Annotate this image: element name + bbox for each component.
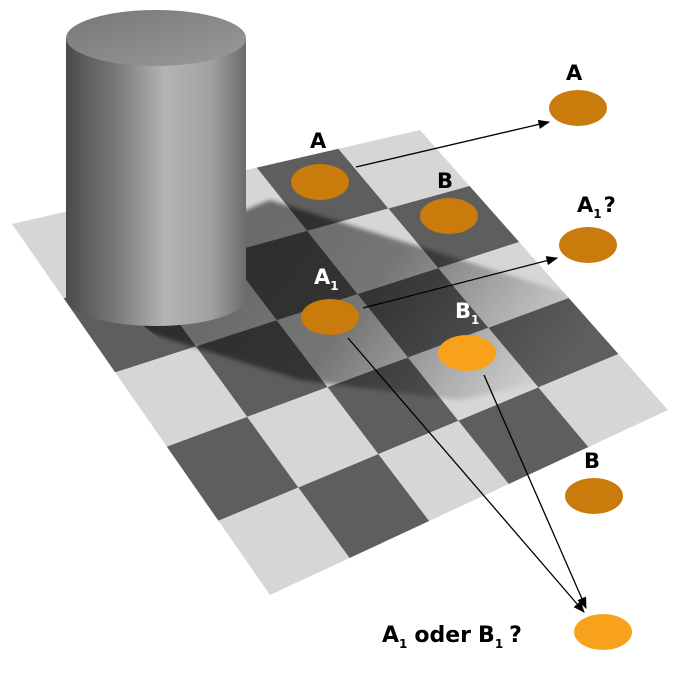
label-b1-board: B1 — [455, 299, 479, 327]
dot-b-on-board — [420, 198, 478, 234]
label-b-right: B — [584, 449, 600, 473]
arrow-a1-to-right — [362, 256, 559, 309]
board-square — [378, 420, 509, 521]
arrow-a-to-right — [355, 119, 551, 168]
dot-a-on-board — [291, 164, 349, 200]
label-a1-board: A1 — [314, 265, 339, 293]
label-b-board: B — [437, 169, 453, 193]
cast-shadow — [140, 200, 640, 400]
board-square — [115, 346, 248, 447]
board-square — [458, 387, 589, 484]
label-a-board: A — [310, 129, 327, 153]
board-square — [166, 416, 299, 521]
dot-b-right — [565, 478, 623, 514]
label-a1-right: A1? — [577, 193, 616, 221]
dot-a1-right — [559, 227, 617, 263]
label-a-right: A — [566, 61, 583, 85]
arrows — [347, 119, 587, 613]
arrow-a1-to-bottom — [347, 337, 585, 613]
board-square — [298, 454, 430, 558]
dot-bottom — [574, 614, 632, 650]
dot-b1-on-board — [438, 335, 496, 371]
board-square — [538, 354, 668, 447]
cylinder — [66, 10, 246, 326]
board-square — [247, 387, 379, 488]
arrow-b1-to-bottom — [483, 374, 587, 610]
board-square — [338, 130, 470, 209]
dot-a1-on-board — [301, 299, 359, 335]
board-square — [218, 487, 350, 595]
dot-a-right — [549, 90, 607, 126]
